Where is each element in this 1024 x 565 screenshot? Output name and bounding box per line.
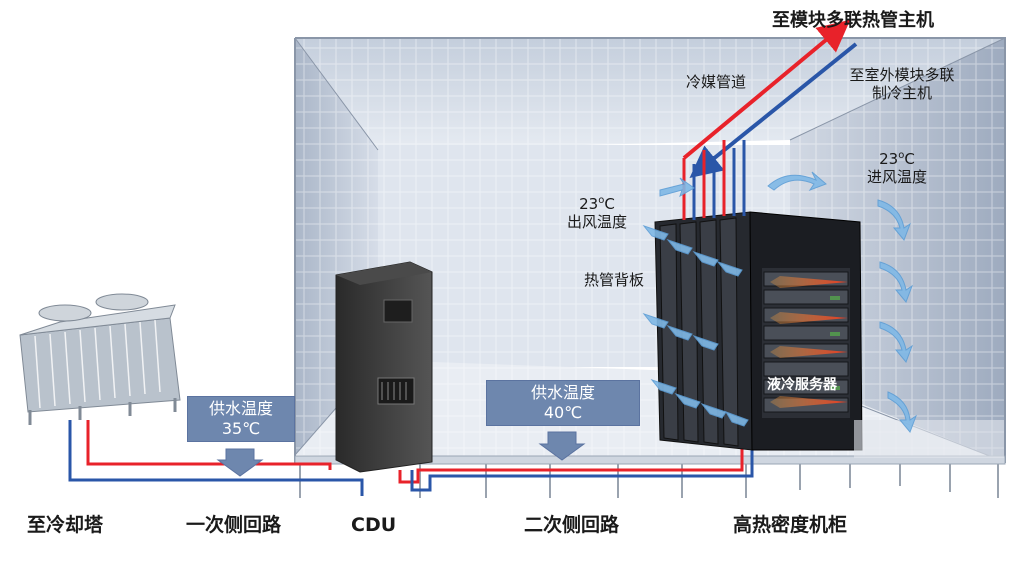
outlet-temp-degree: o: [598, 195, 605, 206]
inlet-temp-unit: C: [904, 150, 915, 168]
secondary-loop-pipes: [398, 448, 754, 492]
outlet-temp-unit: C: [604, 195, 615, 213]
primary-supply-pipe: [86, 420, 332, 470]
refrigerant-pipe-label: 冷媒管道: [686, 73, 747, 91]
inlet-temp-label: 进风温度: [866, 168, 927, 186]
outdoor-unit-label: 至室外模块多联 制冷主机: [822, 66, 982, 102]
outdoor-unit-label-line1: 至室外模块多联: [849, 66, 955, 84]
heat-pipe-backplates: [654, 211, 753, 451]
primary-return-pipe: [68, 420, 364, 496]
supply-temp-box-secondary: 供水温度 40℃: [486, 380, 640, 426]
cdu-unit: [335, 261, 433, 473]
refrigerant-pipe-in: [689, 42, 858, 179]
refrigerant-pipe-out: [682, 19, 851, 160]
cdu-label: CDU: [351, 514, 397, 536]
inlet-temp-value: 23: [879, 150, 899, 168]
supply-temp-value: 40℃: [543, 403, 583, 422]
primary-loop-pipes: [68, 420, 364, 496]
inlet-temp-reading: 23oC: [856, 150, 938, 168]
supply-temp-value: 35℃: [221, 419, 261, 438]
to-main-unit-label: 至模块多联热管主机: [772, 10, 934, 31]
secondary-loop-label: 二次侧回路: [524, 514, 620, 536]
inlet-temp-degree: o: [898, 150, 905, 161]
liquid-cooled-server-label: 液冷服务器: [767, 377, 837, 393]
cooling-tower: [19, 293, 181, 425]
heat-pipe-backplate-label: 热管背板: [584, 271, 645, 289]
high-density-cabinet-label: 高热密度机柜: [733, 514, 848, 536]
supply-temp-title: 供水温度: [530, 383, 595, 402]
outlet-temp-value: 23: [579, 195, 599, 213]
box-pointers: [216, 431, 586, 477]
outlet-temp-label: 出风温度: [566, 213, 627, 231]
high-density-cabinet: [749, 211, 1004, 458]
airflow-arrows: [642, 171, 918, 433]
secondary-return-pipe: [410, 448, 754, 492]
refrigerant-pipes: [682, 19, 858, 220]
inlet-temp-annotation: 23oC 进风温度: [856, 150, 938, 186]
outlet-temp-reading: 23oC: [556, 195, 638, 213]
cooling-tower-label: 至冷却塔: [27, 514, 104, 536]
supply-temp-title: 供水温度: [208, 399, 273, 418]
outlet-temp-annotation: 23oC 出风温度: [556, 195, 638, 231]
outdoor-unit-label-line2: 制冷主机: [871, 84, 932, 102]
primary-loop-label: 一次侧回路: [186, 514, 282, 536]
secondary-supply-pipe: [398, 448, 744, 484]
supply-temp-box-primary: 供水温度 35℃: [187, 396, 295, 442]
